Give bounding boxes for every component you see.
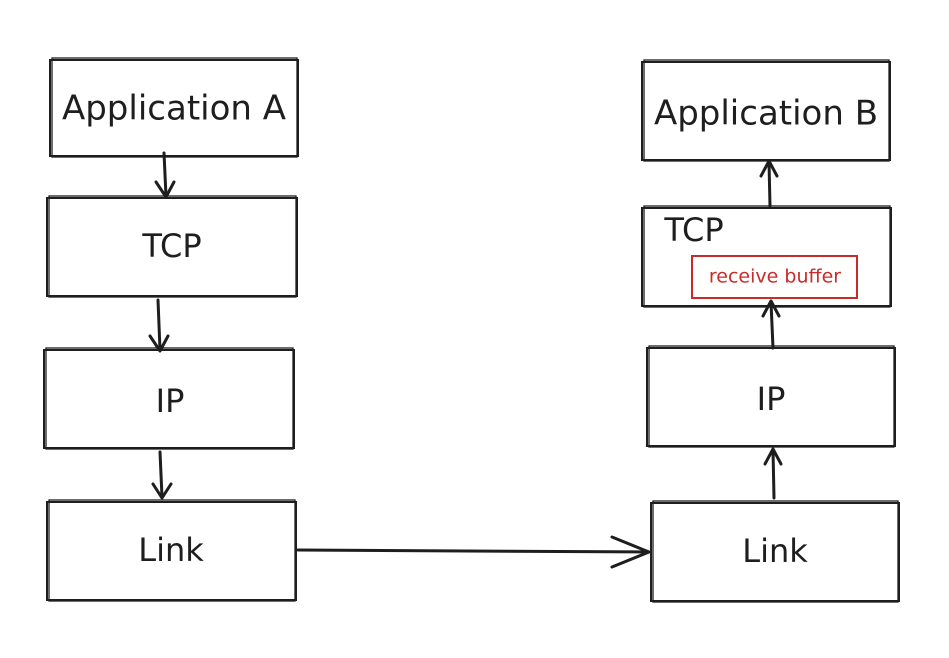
receiver-application-box: Application B [641,59,891,162]
receiver-link-box: Link [650,500,900,603]
receive-buffer-outline [691,255,858,299]
sender-ip-label: IP [156,382,185,420]
sender-stack: Application A TCP IP Link [43,57,299,602]
receiver-application-label: Application B [654,94,878,134]
arrow-tcp-to-ip [148,298,170,353]
sender-application-label: Application A [62,89,286,129]
arrow-tcp-to-app [759,159,779,208]
arrow-link-to-link [296,535,651,569]
sender-tcp-label: TCP [141,227,201,265]
arrow-ip-to-tcp [761,299,781,350]
receiver-stack: Application B TCP receive buffer IP Link [641,59,900,603]
receive-buffer: receive buffer [691,255,858,299]
arrow-ip-to-link [151,450,173,500]
arrow-app-to-tcp [154,151,176,199]
sender-ip-box: IP [43,347,295,450]
receive-buffer-label: receive buffer [709,266,841,288]
sender-link-label: Link [138,531,204,569]
arrow-link-to-ip [763,447,783,500]
receiver-tcp-box: TCP receive buffer [641,205,892,308]
sender-tcp-box: TCP [46,195,298,298]
receiver-ip-label: IP [757,380,786,418]
sender-link-box: Link [46,499,297,602]
receiver-ip-box: IP [646,345,896,448]
receiver-link-label: Link [742,532,808,570]
receiver-tcp-label: TCP [663,211,723,249]
sender-application-box: Application A [49,57,299,158]
